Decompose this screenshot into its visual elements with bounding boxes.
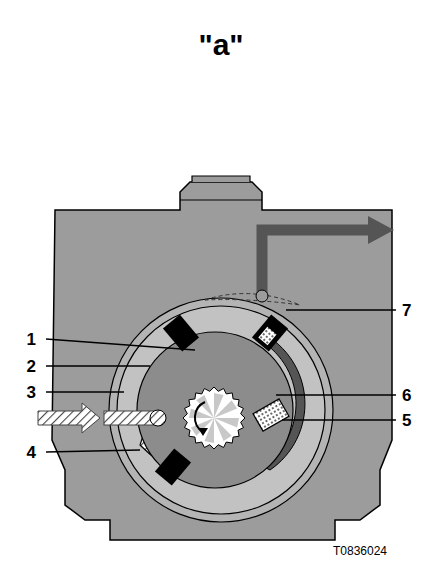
figure-title: "a" — [198, 30, 243, 60]
leader-line — [46, 339, 195, 350]
pump-housing — [52, 182, 392, 540]
leader-line — [282, 419, 396, 420]
callout-number: 5 — [402, 412, 411, 429]
outlet-line — [262, 230, 370, 298]
vane — [163, 314, 199, 351]
callout-number: 4 — [27, 444, 36, 461]
cam-ring-outer — [109, 298, 333, 522]
callout-number: 2 — [27, 358, 36, 375]
vane-dots — [258, 327, 276, 345]
callout-number: 3 — [27, 384, 36, 401]
callout-number: 7 — [402, 302, 411, 319]
boss-line — [180, 200, 262, 201]
rotation-arrow-head — [198, 428, 208, 436]
leader-line — [286, 309, 396, 310]
housing-boss — [192, 176, 250, 182]
inlet-line — [104, 411, 156, 425]
spline-shaft — [183, 387, 245, 449]
vane — [253, 399, 289, 431]
spline-shade — [214, 400, 237, 418]
callout-number: 6 — [402, 387, 411, 404]
callout-number: 1 — [27, 331, 36, 348]
rotation-arrow — [195, 402, 205, 432]
spline-shade — [214, 418, 232, 441]
outlet-hole — [256, 290, 268, 302]
rotor — [137, 332, 293, 488]
leader-line — [46, 365, 150, 366]
spline-teeth — [183, 387, 245, 449]
leader-line — [46, 391, 124, 392]
cam-ring — [117, 306, 325, 514]
inlet-hole — [150, 410, 166, 426]
outlet-arrow — [368, 216, 394, 244]
vane — [155, 448, 191, 485]
vane — [252, 314, 288, 351]
leader-line — [46, 450, 140, 452]
leader-line — [276, 394, 396, 395]
drawing-number: T0836024 — [333, 545, 387, 557]
outlet-port-outline — [205, 294, 300, 305]
inlet-arrow — [38, 403, 100, 433]
